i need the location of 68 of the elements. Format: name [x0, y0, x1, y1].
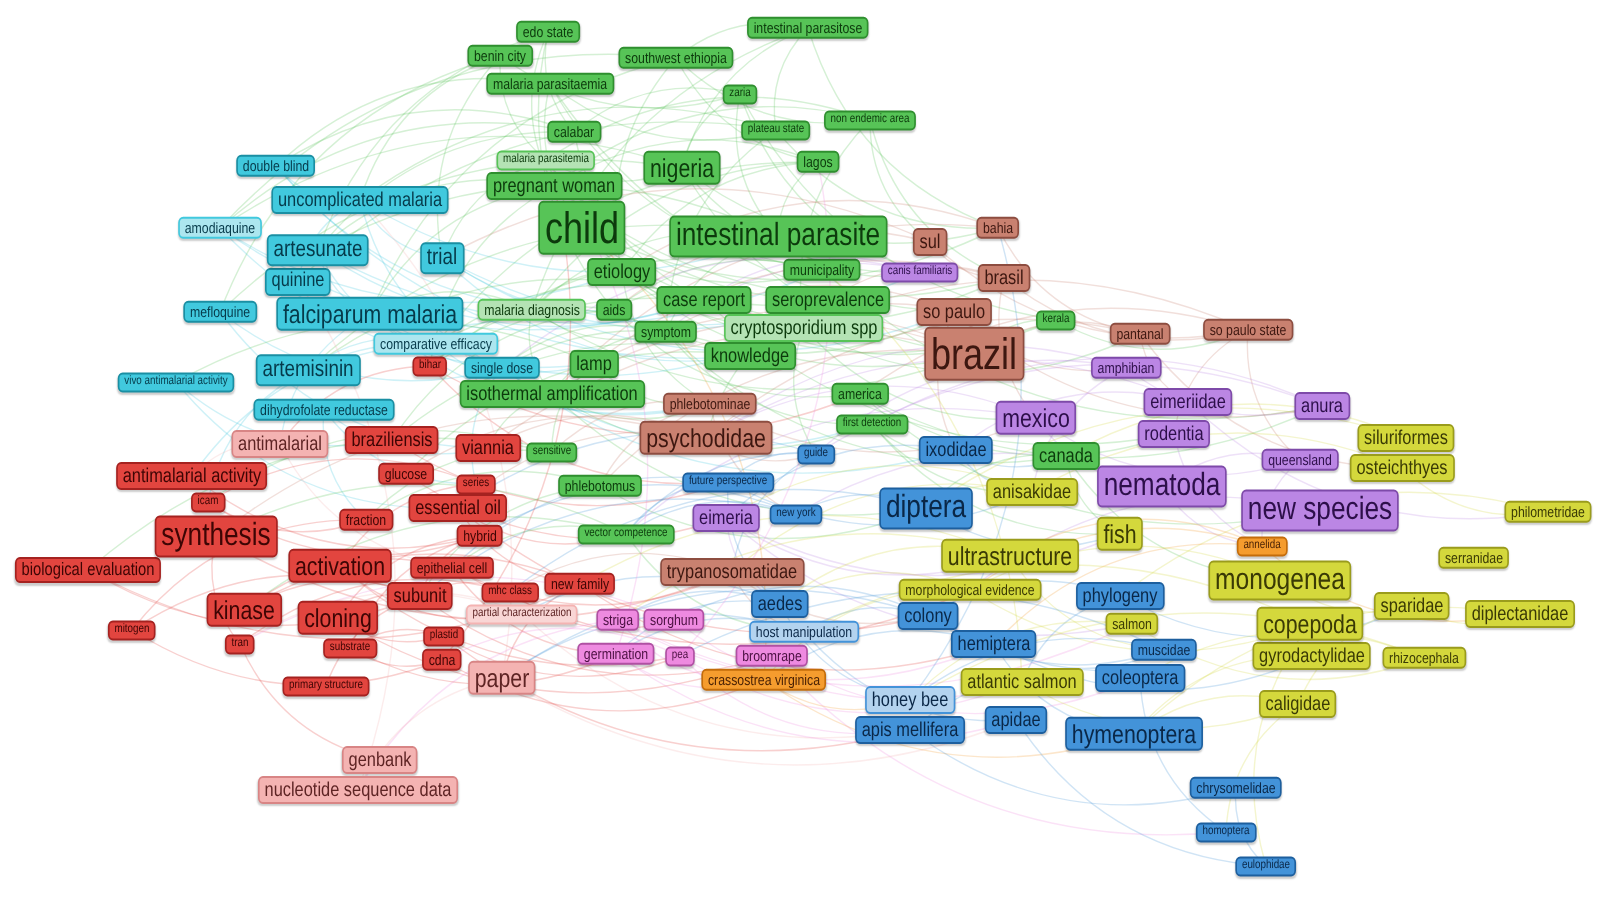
- keyword-label: sparidae: [1374, 592, 1450, 620]
- keyword-label: kinase: [206, 592, 282, 628]
- keyword-label: trial: [420, 242, 464, 274]
- keyword-label: nigeria: [643, 150, 721, 186]
- keyword-label: new species: [1241, 489, 1399, 531]
- keyword-label: so paulo: [916, 298, 992, 326]
- keyword-label: apis mellifera: [855, 716, 965, 744]
- keyword-label: paper: [468, 660, 536, 696]
- keyword-label: seroprevalence: [765, 286, 891, 314]
- keyword-label: knowledge: [704, 342, 796, 370]
- keyword-label: sul: [912, 228, 948, 256]
- keyword-label: osteichthyes: [1349, 454, 1455, 482]
- keyword-label: viannia: [455, 434, 521, 462]
- keyword-label: apidae: [984, 706, 1048, 734]
- keyword-label: cloning: [297, 600, 379, 636]
- keyword-label: cryptosporidium spp: [724, 314, 884, 342]
- keyword-label: child: [538, 200, 626, 256]
- keyword-label: mexico: [995, 400, 1077, 436]
- keyword-label: artemisinin: [255, 354, 361, 386]
- keyword-label: eimeriidae: [1143, 388, 1233, 416]
- keyword-label: case report: [656, 286, 752, 314]
- keyword-label: essential oil: [408, 494, 508, 522]
- keyword-label: hemiptera: [951, 630, 1037, 658]
- keyword-label: hymenoptera: [1065, 716, 1203, 752]
- keyword-label: falciparum malaria: [276, 296, 464, 332]
- keyword-label: anura: [1294, 392, 1350, 420]
- keyword-label: fish: [1096, 516, 1144, 552]
- keyword-label: intestinal parasite: [669, 215, 887, 257]
- keyword-label: colony: [897, 602, 959, 630]
- keyword-label: phylogeny: [1076, 582, 1164, 610]
- keyword-label: rodentia: [1137, 420, 1211, 448]
- keyword-label: aedes: [751, 590, 809, 618]
- keyword-label: diplectanidae: [1465, 600, 1575, 628]
- keyword-label: brazil: [924, 326, 1024, 382]
- keyword-label: nucleotide sequence data: [257, 776, 459, 804]
- keyword-label: honey bee: [865, 686, 955, 714]
- keyword-label: caligidae: [1259, 690, 1337, 718]
- keyword-label: braziliensis: [344, 426, 440, 454]
- keyword-label: antimalarial activity: [116, 462, 268, 490]
- keyword-label: activation: [288, 548, 392, 584]
- keyword-label: canada: [1032, 442, 1100, 470]
- keyword-label: lamp: [569, 350, 619, 378]
- keyword-label: siluriformes: [1357, 424, 1455, 452]
- keyword-label: artesunate: [266, 234, 370, 266]
- keyword-label: etiology: [587, 258, 657, 286]
- keyword-label: genbank: [341, 746, 419, 774]
- keyword-label: quinine: [265, 267, 331, 295]
- keyword-label: nematoda: [1097, 465, 1227, 507]
- keyword-label: antimalarial: [231, 430, 329, 458]
- keyword-label: anisakidae: [986, 478, 1078, 506]
- keyword-label: coleoptera: [1095, 664, 1185, 692]
- keyword-label: gyrodactylidae: [1252, 642, 1372, 670]
- keyword-label: brasil: [977, 264, 1031, 292]
- keyword-label: monogenea: [1208, 560, 1352, 600]
- keyword-label: ultrastructure: [941, 538, 1079, 574]
- keyword-label: eimeria: [692, 504, 760, 532]
- keyword-label: psychodidae: [639, 420, 773, 456]
- keyword-label: diptera: [879, 487, 973, 529]
- keyword-label: trypanosomatidae: [660, 558, 804, 586]
- keyword-label: uncomplicated malaria: [271, 186, 449, 214]
- keyword-label: copepoda: [1256, 606, 1364, 642]
- keyword-label: isothermal amplification: [459, 380, 645, 408]
- keyword-label: synthesis: [154, 515, 278, 557]
- keyword-label: subunit: [387, 582, 453, 610]
- keyword-label: pregnant woman: [486, 172, 622, 200]
- keyword-label: atlantic salmon: [960, 668, 1084, 696]
- keyword-label: biological evaluation: [14, 557, 162, 583]
- keyword-label: ixodidae: [918, 436, 994, 464]
